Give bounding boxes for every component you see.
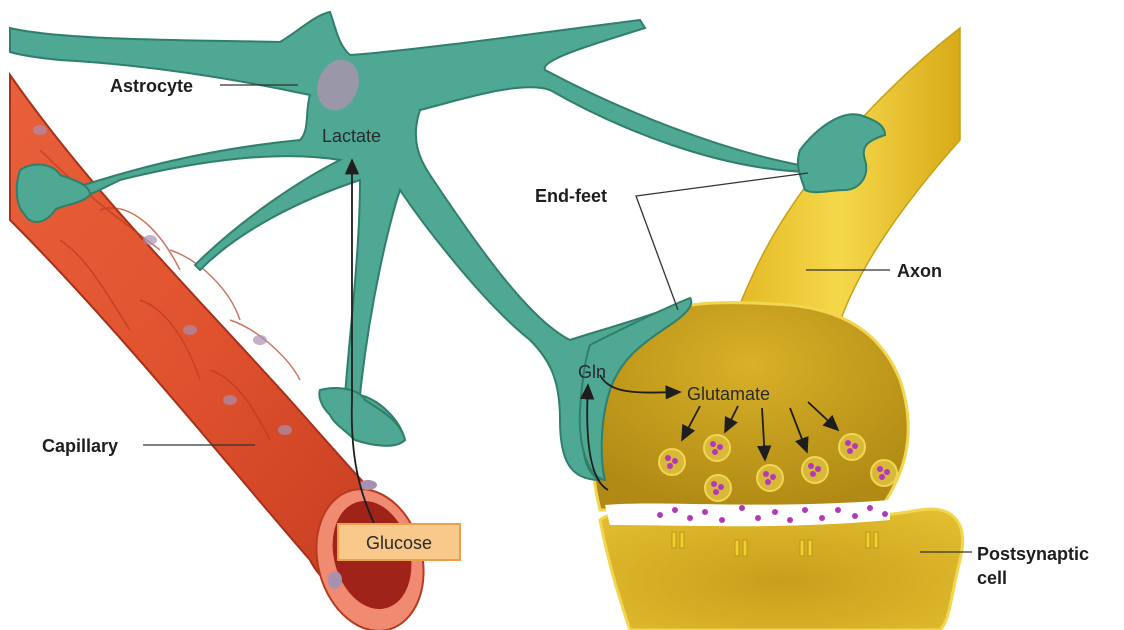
endothelial-nucleus: [33, 125, 47, 135]
end-foot-axon: [796, 113, 887, 194]
axon-label: Axon: [897, 261, 942, 281]
vesicle: [838, 433, 866, 461]
endothelial-nucleus: [143, 235, 157, 245]
released-glutamate: [657, 505, 888, 523]
endothelial-nucleus: [183, 325, 197, 335]
end-foot-capillary-lower: [318, 387, 407, 447]
vesicle: [704, 474, 732, 502]
glutamate-uptake-arrow: [580, 383, 609, 491]
vesicle: [756, 464, 784, 492]
postsynaptic-cell: [598, 507, 965, 630]
end-feet-label: End-feet: [535, 186, 607, 206]
glutamate-vesicle-arrow: [789, 407, 809, 454]
vesicle: [870, 459, 898, 487]
gln-to-glutamate-arrow: [599, 374, 682, 400]
neuron: [591, 26, 965, 630]
vesicle: [801, 456, 829, 484]
glutamate-vesicle-arrow: [807, 401, 840, 432]
vesicle: [658, 448, 686, 476]
receptor: [742, 539, 748, 557]
synaptic-vesicles: [658, 433, 898, 502]
glutamate-vesicle-arrow: [756, 407, 772, 462]
end-feet-leader: [635, 172, 809, 311]
receptors: [671, 531, 879, 557]
postsynaptic-label-line1: Postsynaptic: [977, 544, 1089, 564]
endothelial-cell-borders: [39, 149, 301, 441]
endothelial-nucleus: [253, 335, 267, 345]
receptor: [807, 539, 813, 557]
capillary-label: Capillary: [42, 436, 118, 456]
synaptic-cleft: [605, 500, 890, 527]
astrocyte-body: [9, 10, 814, 481]
receptor: [873, 531, 879, 549]
leader-lines: [143, 84, 972, 553]
receptor: [865, 531, 871, 549]
receptor: [734, 539, 740, 557]
astrocyte-label: Astrocyte: [110, 76, 193, 96]
gln-label: Gln: [578, 362, 606, 382]
glucose-to-lactate-arrow: [344, 158, 386, 546]
end-foot-capillary-upper: [15, 163, 92, 223]
pathway-arrows: [344, 158, 840, 546]
receptor: [799, 539, 805, 557]
glucose-box: Glucose: [337, 523, 461, 561]
endothelial-nucleus: [223, 395, 237, 405]
postsynaptic-label-line2: cell: [977, 568, 1007, 588]
glucose-label: Glucose: [366, 533, 432, 553]
endothelial-nucleus: [278, 425, 292, 435]
endothelial-nucleus: [328, 571, 342, 589]
endothelial-nucleus: [359, 480, 377, 490]
glucose-box-bg: [337, 523, 461, 561]
lactate-label: Lactate: [322, 126, 381, 146]
end-foot-synapse: [578, 296, 693, 482]
astrocyte-nucleus: [317, 59, 359, 111]
receptor: [671, 531, 677, 549]
glutamate-vesicle-arrow: [681, 405, 701, 442]
vesicle: [703, 434, 731, 462]
astrocyte: [9, 10, 887, 482]
glutamate-label: Glutamate: [687, 384, 770, 404]
receptor: [679, 531, 685, 549]
glutamate-vesicle-arrow: [724, 405, 739, 434]
